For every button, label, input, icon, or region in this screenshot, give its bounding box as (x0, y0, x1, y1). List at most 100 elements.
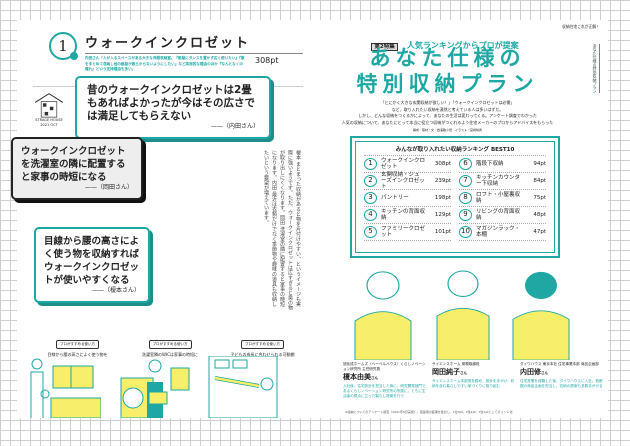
expert-name: 岡田純子 (432, 368, 460, 376)
main-title-line2: 特別収納プラン (356, 72, 539, 96)
strage-house-logo: STRAGE HOUSE 2021 OCT (29, 92, 69, 128)
quote-text: 昔のウォークインクロゼットは2畳もあればよかったが今はその広さでは満足してもらえ… (87, 84, 255, 122)
ranking-number: 7 (459, 175, 472, 187)
body-text: 榎本 まとまった収納があると物を片付けやすい、というイメージも実際に強いようです… (263, 150, 301, 310)
expert-name: 内田修 (520, 368, 541, 376)
expert-suffix: さん (460, 371, 467, 375)
ranking-number: 8 (459, 192, 472, 204)
ranking-item: 6 階段下収納 94pt (459, 156, 546, 173)
expert-okada: サイエンスホーム 常務取締役岡田純子さんサイエンスホーム本部長を務め、設計を手が… (432, 362, 516, 389)
closet-illustration (30, 358, 101, 418)
ranking-points: 47pt (533, 229, 546, 235)
quote-attribution: ——（内田さん） (210, 123, 259, 130)
expert-name: 榎本由美 (343, 373, 371, 381)
ranking-number: 6 (459, 158, 472, 170)
section-title: ウォークインクロゼット (85, 32, 303, 54)
ranking-item: 8 ロフト・小屋裏収納 75pt (459, 190, 546, 207)
ranking-points: 198pt (434, 195, 451, 201)
expert-company: 旭化成ホームズ（ヘーベルハウス）くらしノベーション研究所 主任研究員 (343, 362, 426, 371)
lead-line: しかし、どんな収納をつくるかによって、あなたの生活は変わってくる。アンケート調査… (358, 113, 537, 118)
right-page: 収納住宅これが正解！ あなた仕様の特別収納プラン 第2特集 人気ランキングからプ… (315, 20, 608, 418)
ranking-number: 1 (364, 158, 377, 170)
ranking-number: 4 (364, 209, 377, 221)
laundry-illustration (120, 359, 190, 418)
expert-company: サイエンスホーム 常務取締役 (432, 362, 480, 366)
ranking-points: 239pt (434, 178, 451, 184)
quote-bubble-enomoto: 目線から腰の高さによく使う物を収納すればウォークインクロゼットが使いやすくなる … (34, 227, 150, 303)
quote-text: 目線から腰の高さによく使う物を収納すればウォークインクロゼットが使いやすくなる (44, 236, 140, 286)
ranking-item: 10 マガジンラック・本棚 47pt (459, 224, 546, 241)
tips-row: プロがすすめる使い方目線から腰の高さによく使う物を プロがすすめる使い方洗濯室隣… (35, 330, 305, 358)
tip-label: 子どもの成長に合わせられる可動棚 (230, 352, 295, 357)
tip-item: プロがすすめる使い方洗濯室隣のWICは家事の時短に (128, 330, 213, 358)
quote-bubble-okada: ウォークインクロゼットを洗濯室の隣に配置すると家事の時短になる ——（岡田さん） (11, 137, 143, 200)
feature-tag: 第2特集 (371, 43, 398, 51)
kicker: 人気ランキングからプロが提案 (406, 41, 519, 50)
ranking-number: 3 (364, 192, 377, 204)
ranking-board: みんなが取り入れたい収納ランキング BEST10 1 ウォークインクロゼット 308… (350, 136, 560, 258)
ranking-label: ファミリークロゼット (381, 226, 426, 238)
ranking-label: 階段下収納 (476, 161, 504, 167)
lead-line: 「とにかく大きな玄関収納が欲しい！」「ウォークインクロゼットは必需」 (380, 100, 515, 105)
tip-item: プロがすすめる使い方目線から腰の高さによく使う物を (35, 330, 120, 358)
ranking-points: 84pt (533, 178, 546, 184)
ranking-label: 玄関収納・シューズインクロゼット (381, 172, 425, 190)
tip-label: 目線から腰の高さによく使う物を (47, 352, 108, 357)
quote-text: ウォークインクロゼットを洗濯室の隣に配置すると家事の時短になる (21, 146, 126, 183)
ranking-item: 4 キッチンの背面収納 129pt (364, 207, 451, 224)
expert-bio: 入社後、住宅設計を担当した後に、研究開発部門であるくらしノベーション研究所の所属… (343, 384, 426, 398)
section-points: 308pt (255, 56, 279, 65)
tip-tag: プロがすすめる使い方 (56, 340, 99, 349)
logo-date: 2021 OCT (40, 123, 58, 127)
ranking-item: 2 玄関収納・シューズインクロゼット 239pt (364, 172, 451, 190)
main-title-line1: あなた仕様の (369, 46, 526, 70)
ranking-number: 5 (364, 226, 377, 238)
section-description: 内田さん「人が入るスペースがある大きな洋服収納室。『部屋にタンスを置かず広く使い… (85, 56, 245, 71)
tip-item: プロがすすめる使い方子どもの成長に合わせられる可動棚 (220, 330, 305, 358)
house-logo-icon (34, 93, 64, 118)
ranking-label: リビングの背面収納 (476, 209, 521, 221)
ranking-label: ロフト・小屋裏収納 (476, 192, 521, 204)
quote-bubble-uchida: 昔のウォークインクロゼットは2畳もあればよかったが今はその広さでは満足してもらえ… (75, 76, 271, 139)
lead-line: 人気の収納について、あなたにとって本当に役立つ収納がつくれるよう住宅メーカーのプ… (341, 119, 554, 125)
ranking-title: みんなが取り入れたい収納ランキング BEST10 (364, 145, 546, 156)
ranking-points: 129pt (434, 212, 451, 218)
ranking-item: 7 キッチンカウンター下収納 84pt (459, 173, 546, 190)
expert-bio: サイエンスホーム本部長を務め、設計を手がけ、収納を含む暮らしやすい家づくりに取り… (432, 379, 515, 388)
expert-uchida: ダイワハウス 東京本社 住宅事業本部 商品企画部内田修さん住宅営業を経験した後、… (520, 362, 604, 389)
ranking-number: 2 (364, 175, 377, 187)
ranking-column: 6 階段下収納 94pt 7 キッチンカウンター下収納 84pt 8 ロフト・小屋裏収納 75p… (459, 156, 546, 241)
feature-header: 第2特集 人気ランキングからプロが提案 (315, 33, 575, 52)
expert-enomoto: 旭化成ホームズ（ヘーベルハウス）くらしノベーション研究所 主任研究員榎本由美さん… (343, 362, 427, 399)
section-number: 1 (49, 32, 78, 60)
ranking-item: 1 ウォークインクロゼット 308pt (364, 156, 451, 173)
shelf-illustration (208, 356, 278, 418)
ranking-points: 308pt (434, 161, 451, 167)
experts-illustration (354, 270, 570, 360)
lead-text: 「とにかく大きな玄関収納が欲しい！」「ウォークインクロゼットは必需」 など、取り… (315, 100, 580, 134)
ranking-number: 9 (459, 209, 472, 221)
logo-text: STRAGE HOUSE (35, 118, 63, 122)
expert-suffix: さん (371, 376, 378, 380)
ranking-label: マガジンラック・本棚 (476, 226, 520, 238)
left-page: 1 ウォークインクロゼット 内田さん「人が入るスペースがある大きな洋服収納室。『… (11, 20, 315, 418)
ranking-points: 101pt (434, 229, 451, 235)
tip-label: 洗濯室隣のWICは家事の時短に (142, 352, 198, 357)
running-head: 収納住宅これが正解！ (562, 24, 600, 29)
quote-attribution: ——（榎本さん） (91, 287, 140, 294)
tip-tag: プロがすすめる使い方 (148, 340, 192, 349)
ranking-label: キッチンの背面収納 (381, 209, 426, 221)
ranking-number: 10 (459, 226, 472, 238)
tip-tag: プロがすすめる使い方 (241, 340, 284, 349)
ranking-points: 94pt (533, 161, 546, 167)
ranking-points: 75pt (533, 195, 546, 201)
expert-bio: 住宅営業を経験した後、ダイワハウスに入社。首都圏の商品企画を担当し、収納の提案も… (520, 379, 603, 388)
ranking-label: ウォークインクロゼット (381, 158, 426, 170)
ranking-label: キッチンカウンター下収納 (476, 175, 521, 187)
footnote: ※収納についてのアンケート調査（2021年5月実施）。回答者の結果を集計し、1位… (345, 410, 513, 414)
lead-line: など、取り入れたい収納を漠然と考えている人は多いはずだ。 (391, 106, 504, 112)
side-title: あなた仕様の特別収納プラン (593, 44, 600, 94)
ranking-item: 5 ファミリークロゼット 101pt (364, 224, 451, 241)
quote-attribution: ——（岡田さん） (84, 184, 133, 191)
